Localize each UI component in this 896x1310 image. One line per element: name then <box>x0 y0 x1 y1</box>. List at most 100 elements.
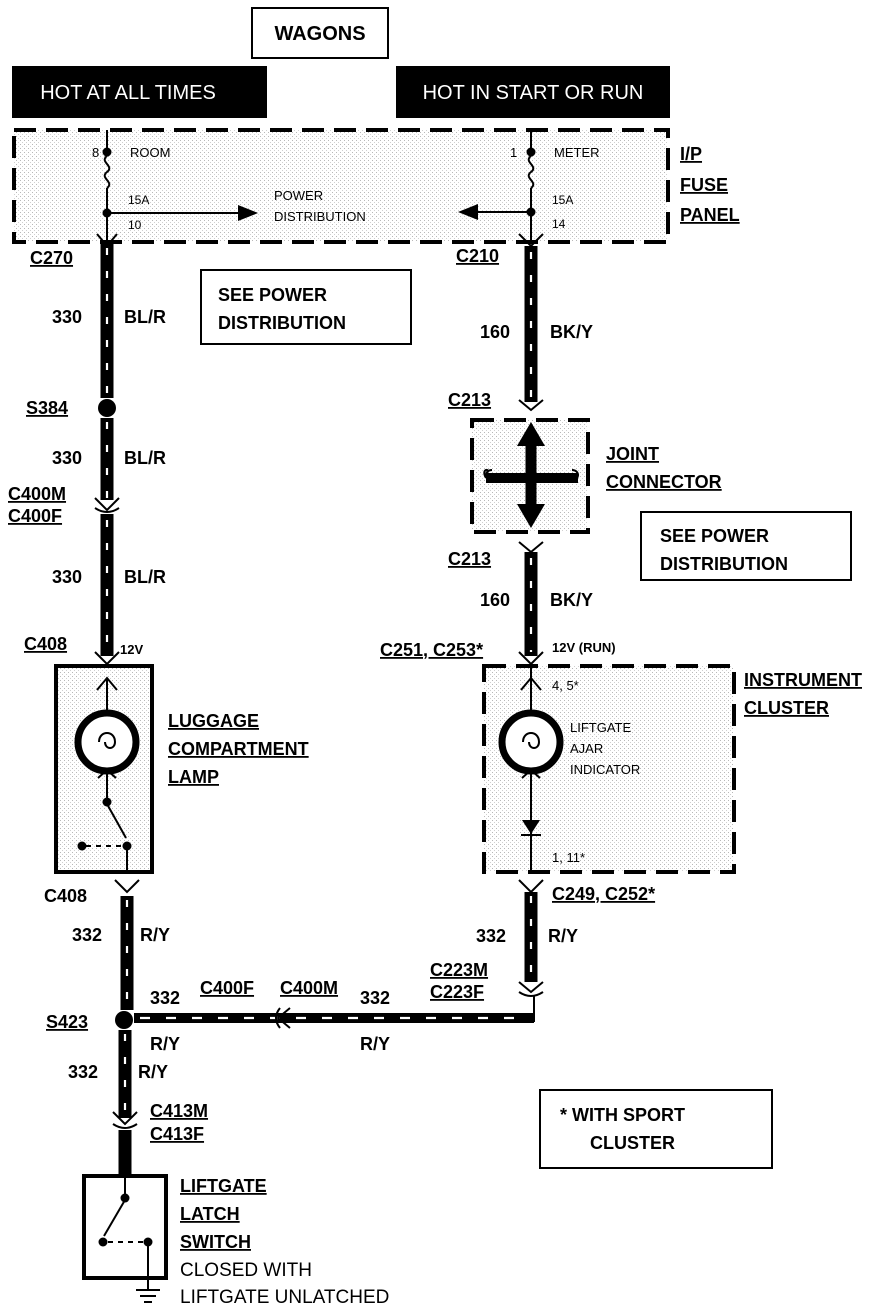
svg-text:FUSE: FUSE <box>680 175 728 195</box>
svg-text:LUGGAGE: LUGGAGE <box>168 711 259 731</box>
svg-text:S423: S423 <box>46 1012 88 1032</box>
svg-text:C223M: C223M <box>430 960 488 980</box>
svg-text:C400F: C400F <box>8 506 62 526</box>
connector-c400-bottom-icon <box>276 1007 291 1029</box>
svg-text:LIFTGATE: LIFTGATE <box>180 1176 267 1196</box>
svg-text:I/P: I/P <box>680 144 702 164</box>
splice-s384 <box>98 399 116 417</box>
svg-text:R/Y: R/Y <box>140 925 170 945</box>
connector-c413-icon <box>112 1111 138 1126</box>
svg-text:INDICATOR: INDICATOR <box>570 762 640 777</box>
svg-text:330: 330 <box>52 448 82 468</box>
svg-text:C213: C213 <box>448 390 491 410</box>
svg-text:C400M: C400M <box>8 484 66 504</box>
svg-text:BL/R: BL/R <box>124 448 166 468</box>
title-box: WAGONS <box>251 7 389 59</box>
connector-c270-icon <box>96 233 118 248</box>
svg-text:BL/R: BL/R <box>124 307 166 327</box>
svg-text:1, 11*: 1, 11* <box>552 850 585 865</box>
svg-text:10: 10 <box>128 218 142 232</box>
svg-text:15A: 15A <box>128 193 149 207</box>
svg-text:SWITCH: SWITCH <box>180 1232 251 1252</box>
svg-text:12V: 12V <box>120 642 143 657</box>
svg-text:CLUSTER: CLUSTER <box>744 698 829 718</box>
svg-text:4, 5*: 4, 5* <box>552 678 579 693</box>
svg-text:C249, C252*: C249, C252* <box>552 884 655 904</box>
svg-text:330: 330 <box>52 307 82 327</box>
svg-text:332: 332 <box>360 988 390 1008</box>
svg-text:LATCH: LATCH <box>180 1204 240 1224</box>
svg-text:R/Y: R/Y <box>138 1062 168 1082</box>
svg-text:LIFTGATE UNLATCHED: LIFTGATE UNLATCHED <box>180 1287 389 1308</box>
svg-text:SEE POWER: SEE POWER <box>660 526 769 546</box>
svg-text:DISTRIBUTION: DISTRIBUTION <box>218 313 346 333</box>
svg-text:* WITH SPORT: * WITH SPORT <box>560 1105 685 1125</box>
svg-text:C408: C408 <box>24 634 67 654</box>
note-see-power-distribution-1: SEE POWER DISTRIBUTION <box>200 269 412 345</box>
connector-c249-icon <box>518 879 544 894</box>
svg-text:C400M: C400M <box>280 978 338 998</box>
svg-text:C408: C408 <box>44 886 87 906</box>
svg-text:C213: C213 <box>448 549 491 569</box>
fuse-panel: I/P FUSE PANEL 8 ROOM 15A 10 POWER DISTR… <box>12 128 740 244</box>
svg-text:8: 8 <box>92 145 99 160</box>
svg-text:C413F: C413F <box>150 1124 204 1144</box>
header-hot-at-all-times: HOT AT ALL TIMES <box>12 66 267 118</box>
joint-connector <box>470 418 590 534</box>
title: WAGONS <box>274 23 365 45</box>
svg-text:S384: S384 <box>26 398 68 418</box>
indicator-bulb-icon <box>498 709 564 775</box>
connector-c400-icon <box>94 497 120 512</box>
svg-text:14: 14 <box>552 217 566 231</box>
svg-text:1: 1 <box>510 145 517 160</box>
lamp-bulb-icon <box>74 709 140 775</box>
svg-text:DISTRIBUTION: DISTRIBUTION <box>660 554 788 574</box>
svg-text:CLUSTER: CLUSTER <box>590 1133 675 1153</box>
note-sport-cluster: * WITH SPORT CLUSTER <box>539 1089 773 1169</box>
svg-text:HOT IN START OR RUN: HOT IN START OR RUN <box>423 82 644 104</box>
latch-switch-icon <box>103 1199 126 1237</box>
svg-text:BK/Y: BK/Y <box>550 322 593 342</box>
svg-text:332: 332 <box>72 925 102 945</box>
svg-text:INSTRUMENT: INSTRUMENT <box>744 670 862 690</box>
svg-text:R/Y: R/Y <box>150 1034 180 1054</box>
svg-text:BL/R: BL/R <box>124 567 166 587</box>
svg-text:BK/Y: BK/Y <box>550 590 593 610</box>
svg-text:DISTRIBUTION: DISTRIBUTION <box>274 209 366 224</box>
svg-text:JOINT: JOINT <box>606 444 659 464</box>
svg-text:ROOM: ROOM <box>130 145 170 160</box>
svg-text:332: 332 <box>150 988 180 1008</box>
svg-text:SEE POWER: SEE POWER <box>218 285 327 305</box>
svg-text:332: 332 <box>476 926 506 946</box>
svg-text:C223F: C223F <box>430 982 484 1002</box>
svg-text:CONNECTOR: CONNECTOR <box>606 472 722 492</box>
svg-text:R/Y: R/Y <box>548 926 578 946</box>
svg-text:HOT AT ALL TIMES: HOT AT ALL TIMES <box>40 82 216 104</box>
splice-s423 <box>115 1011 133 1029</box>
connector-c408-bottom-icon <box>114 879 140 894</box>
fuse-meter: 1 METER 15A 14 <box>458 130 600 240</box>
connector-c223-icon <box>518 981 544 994</box>
svg-text:C413M: C413M <box>150 1101 208 1121</box>
header-hot-in-start-or-run: HOT IN START OR RUN <box>396 66 670 118</box>
svg-text:LIFTGATE: LIFTGATE <box>570 720 631 735</box>
svg-text:CLOSED WITH: CLOSED WITH <box>180 1260 312 1281</box>
note-see-power-distribution-2: SEE POWER DISTRIBUTION <box>640 511 852 581</box>
luggage-compartment-lamp <box>54 664 154 874</box>
lamp-switch-icon <box>106 803 127 839</box>
fuse-room: 8 ROOM 15A 10 <box>92 130 258 240</box>
svg-text:C210: C210 <box>456 246 499 266</box>
svg-text:AJAR: AJAR <box>570 741 603 756</box>
svg-text:C251, C253*: C251, C253* <box>380 640 483 660</box>
diode-icon <box>522 820 540 834</box>
svg-text:332: 332 <box>68 1062 98 1082</box>
svg-text:12V (RUN): 12V (RUN) <box>552 640 616 655</box>
svg-text:15A: 15A <box>552 193 573 207</box>
svg-text:METER: METER <box>554 145 600 160</box>
svg-text:C400F: C400F <box>200 978 254 998</box>
svg-text:160: 160 <box>480 590 510 610</box>
svg-text:LAMP: LAMP <box>168 767 219 787</box>
svg-text:R/Y: R/Y <box>360 1034 390 1054</box>
svg-text:330: 330 <box>52 567 82 587</box>
